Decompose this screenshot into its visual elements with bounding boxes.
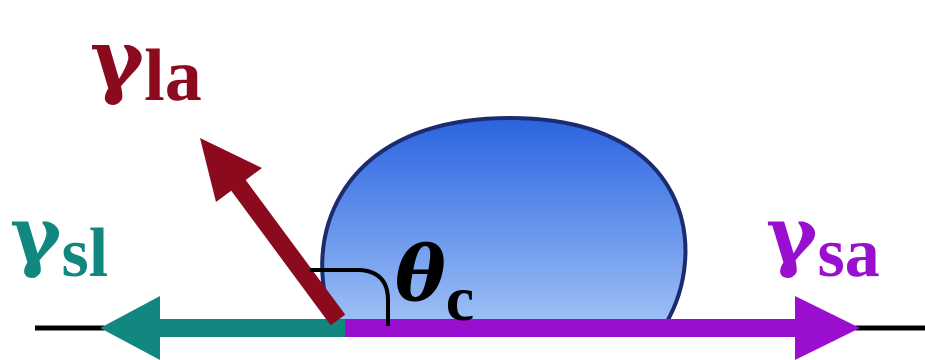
gamma-sa-arrow [345,296,860,360]
liquid-droplet [320,115,688,327]
contact-angle-arc [310,268,390,326]
gamma-sa-label: γsa [766,190,880,292]
theta-c-label: θc [395,229,474,334]
gamma-la-label: γla [90,12,202,117]
gamma-sl-arrow [100,296,345,360]
gamma-sl-label: γsl [10,190,108,292]
gamma-la-arrow [200,138,346,326]
